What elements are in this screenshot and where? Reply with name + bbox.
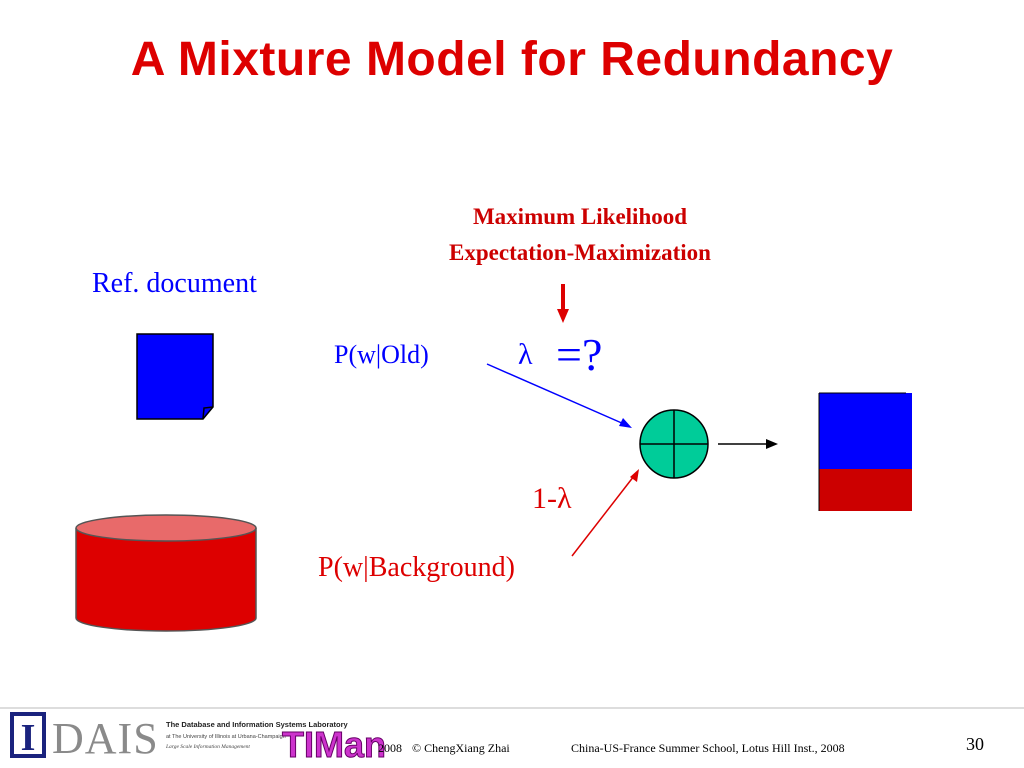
- mixer-to-output-arrowhead: [766, 439, 778, 449]
- ref-document-fold: [202, 406, 214, 420]
- timan-logo-text: TIMan: [282, 724, 386, 765]
- em-label-line2: Expectation-Maximization: [449, 240, 711, 265]
- collection-cylinder-body: [75, 528, 257, 632]
- old-to-mixer-arrowhead: [619, 418, 632, 428]
- ref-document-shape: [136, 333, 214, 420]
- lambda-label: λ: [518, 338, 533, 371]
- old-to-mixer-arrow: [486, 363, 625, 425]
- dais-logo-line2: at The University of Illinois at Urbana-…: [166, 734, 286, 740]
- collection-cylinder-top: [75, 514, 257, 542]
- background-to-mixer-arrow: [571, 475, 635, 557]
- em-label-line1: Maximum Likelihood: [472, 204, 688, 229]
- dais-logo-line1: The Database and Information Systems Lab…: [166, 720, 349, 729]
- p-background-label: P(w|Background): [318, 552, 515, 583]
- equals-question-label: =?: [556, 329, 603, 380]
- footer-copyright: © ChengXiang Zhai: [412, 741, 510, 755]
- illinois-logo-inner: [14, 716, 42, 754]
- ref-document-label: Ref. document: [92, 268, 257, 299]
- background-to-mixer-arrowhead: [630, 469, 639, 482]
- illinois-logo-letter: I: [21, 717, 36, 759]
- em-down-arrow-head: [557, 309, 569, 323]
- footer-year: 2008: [378, 741, 402, 755]
- slide-title: A Mixture Model for Redundancy: [130, 33, 894, 86]
- page-number: 30: [966, 734, 984, 754]
- footer-event: China-US-France Summer School, Lotus Hil…: [571, 741, 845, 755]
- dais-logo-line3: Large Scale Information Management: [165, 743, 250, 750]
- one-minus-lambda-label: 1-λ: [532, 482, 572, 515]
- output-red-part: [819, 469, 912, 511]
- p-old-label: P(w|Old): [334, 340, 429, 369]
- output-blue-part: [819, 393, 912, 469]
- dais-logo-text: DAIS: [52, 714, 159, 763]
